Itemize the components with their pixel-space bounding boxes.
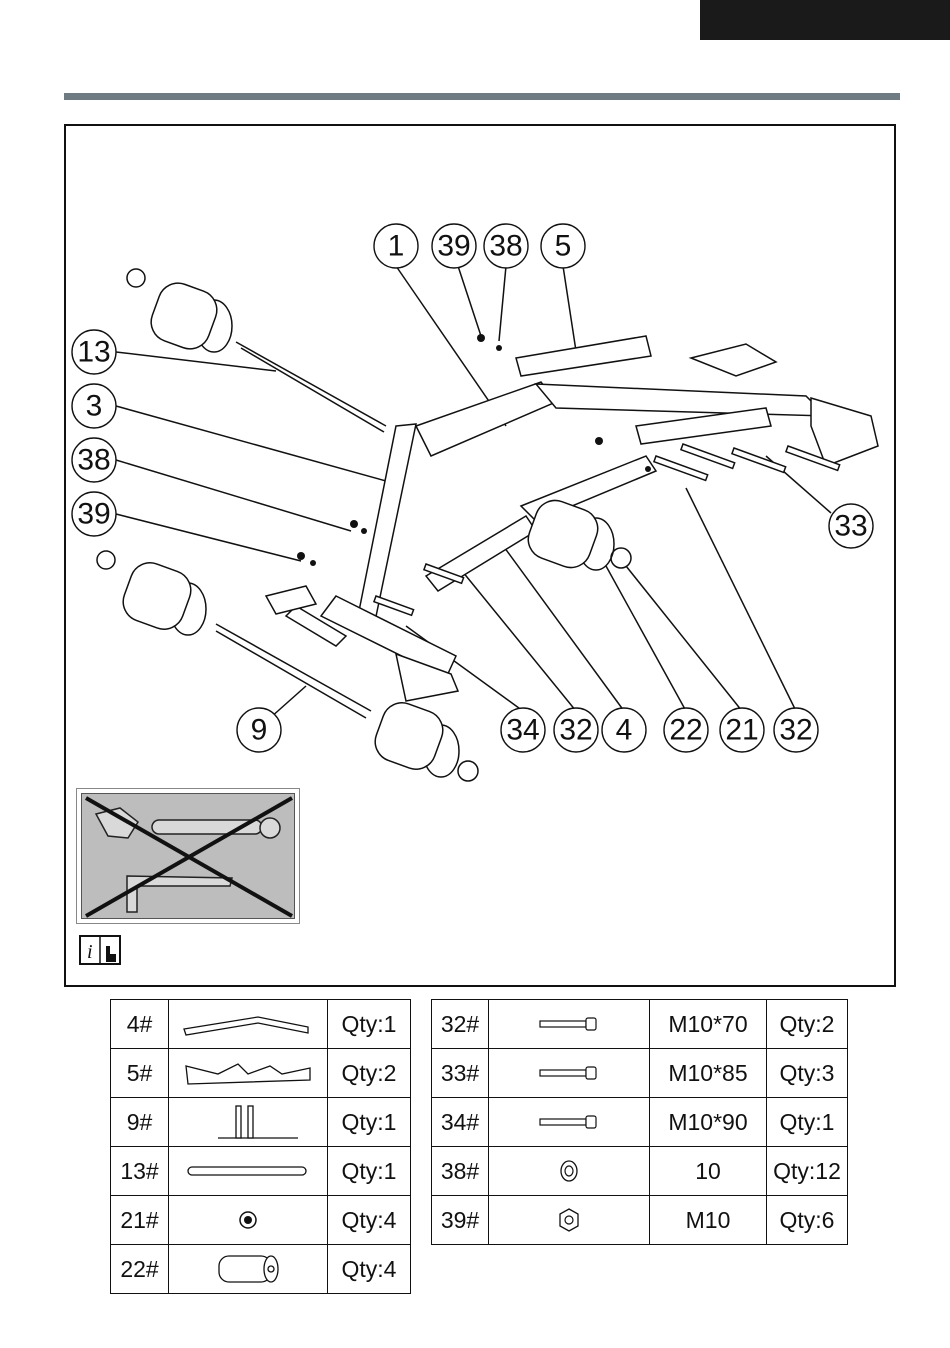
parts-list-right: 32# M10*70 Qty:2 33# M10*85 Qty:3 34# M1… <box>431 999 848 1245</box>
bolt-icon <box>489 1049 650 1098</box>
part-size: M10*85 <box>650 1049 767 1098</box>
assembly-frame: 1 39 38 5 13 3 38 39 33 9 34 32 4 22 21 … <box>64 124 896 987</box>
svg-text:9: 9 <box>251 714 268 747</box>
callout-4: 4 <box>602 708 646 752</box>
part-number: 22# <box>111 1245 169 1294</box>
callout-5: 5 <box>541 224 585 268</box>
part-qty: Qty:4 <box>328 1196 411 1245</box>
svg-text:32: 32 <box>559 714 592 747</box>
svg-text:21: 21 <box>725 714 758 747</box>
svg-text:i: i <box>87 941 93 963</box>
svg-text:5: 5 <box>555 230 572 263</box>
callout-21: 21 <box>720 708 764 752</box>
svg-text:1: 1 <box>388 230 405 263</box>
tools-not-required-box <box>76 788 300 924</box>
part-number: 38# <box>432 1147 489 1196</box>
part-number: 39# <box>432 1196 489 1245</box>
part-qty: Qty:2 <box>767 1000 848 1049</box>
callout-38-left: 38 <box>72 438 116 482</box>
svg-text:33: 33 <box>834 510 867 543</box>
page-corner-tab <box>700 0 950 40</box>
bracket-plate-icon <box>169 1049 328 1098</box>
crossed-tools-icon <box>82 794 296 920</box>
table-row: 34# M10*90 Qty:1 <box>432 1098 848 1147</box>
part-number: 4# <box>111 1000 169 1049</box>
callout-38-top: 38 <box>484 224 528 268</box>
part-qty: Qty:4 <box>328 1245 411 1294</box>
bolt-icon <box>489 1098 650 1147</box>
part-qty: Qty:2 <box>328 1049 411 1098</box>
table-row: 13# Qty:1 <box>111 1147 411 1196</box>
part-qty: Qty:12 <box>767 1147 848 1196</box>
part-size: M10*70 <box>650 1000 767 1049</box>
table-row: 33# M10*85 Qty:3 <box>432 1049 848 1098</box>
svg-text:38: 38 <box>489 230 522 263</box>
part-qty: Qty:1 <box>767 1098 848 1147</box>
callout-1: 1 <box>374 224 418 268</box>
part-number: 13# <box>111 1147 169 1196</box>
read-manual-icon: i <box>78 932 126 968</box>
callout-34: 34 <box>501 708 545 752</box>
callout-13: 13 <box>72 330 116 374</box>
callout-3: 3 <box>72 384 116 428</box>
nut-icon <box>489 1196 650 1245</box>
table-row: 32# M10*70 Qty:2 <box>432 1000 848 1049</box>
part-size: M10 <box>650 1196 767 1245</box>
end-cap-icon <box>169 1196 328 1245</box>
callout-39-top: 39 <box>432 224 476 268</box>
part-number: 33# <box>432 1049 489 1098</box>
table-row: 9# Qty:1 <box>111 1098 411 1147</box>
table-row: 4# Qty:1 <box>111 1000 411 1049</box>
header-rule <box>64 93 900 100</box>
part-number: 21# <box>111 1196 169 1245</box>
table-row: 39# M10 Qty:6 <box>432 1196 848 1245</box>
roller-frame-icon <box>169 1098 328 1147</box>
part-qty: Qty:3 <box>767 1049 848 1098</box>
svg-text:4: 4 <box>616 714 633 747</box>
callout-39-left: 39 <box>72 492 116 536</box>
angled-tube-icon <box>169 1000 328 1049</box>
part-qty: Qty:6 <box>767 1196 848 1245</box>
part-size: 10 <box>650 1147 767 1196</box>
part-number: 9# <box>111 1098 169 1147</box>
table-row: 38# 10 Qty:12 <box>432 1147 848 1196</box>
part-number: 32# <box>432 1000 489 1049</box>
svg-text:32: 32 <box>779 714 812 747</box>
svg-text:38: 38 <box>77 444 110 477</box>
svg-text:22: 22 <box>669 714 702 747</box>
callout-33: 33 <box>829 504 873 548</box>
bolt-icon <box>489 1000 650 1049</box>
part-number: 34# <box>432 1098 489 1147</box>
svg-text:13: 13 <box>77 336 110 369</box>
callout-22: 22 <box>664 708 708 752</box>
part-qty: Qty:1 <box>328 1098 411 1147</box>
svg-text:39: 39 <box>437 230 470 263</box>
washer-icon <box>489 1147 650 1196</box>
table-row: 22# Qty:4 <box>111 1245 411 1294</box>
callout-9: 9 <box>237 708 281 752</box>
svg-text:39: 39 <box>77 498 110 531</box>
part-number: 5# <box>111 1049 169 1098</box>
svg-text:34: 34 <box>506 714 539 747</box>
part-qty: Qty:1 <box>328 1000 411 1049</box>
table-row: 21# Qty:4 <box>111 1196 411 1245</box>
callout-32-a: 32 <box>554 708 598 752</box>
callout-32-b: 32 <box>774 708 818 752</box>
part-size: M10*90 <box>650 1098 767 1147</box>
long-rod-icon <box>169 1147 328 1196</box>
foam-roller-icon <box>169 1245 328 1294</box>
table-row: 5# Qty:2 <box>111 1049 411 1098</box>
parts-list-left: 4# Qty:1 5# Qty:2 9# Qty:1 13# Qty:1 21#… <box>110 999 411 1294</box>
part-qty: Qty:1 <box>328 1147 411 1196</box>
svg-text:3: 3 <box>86 390 103 423</box>
